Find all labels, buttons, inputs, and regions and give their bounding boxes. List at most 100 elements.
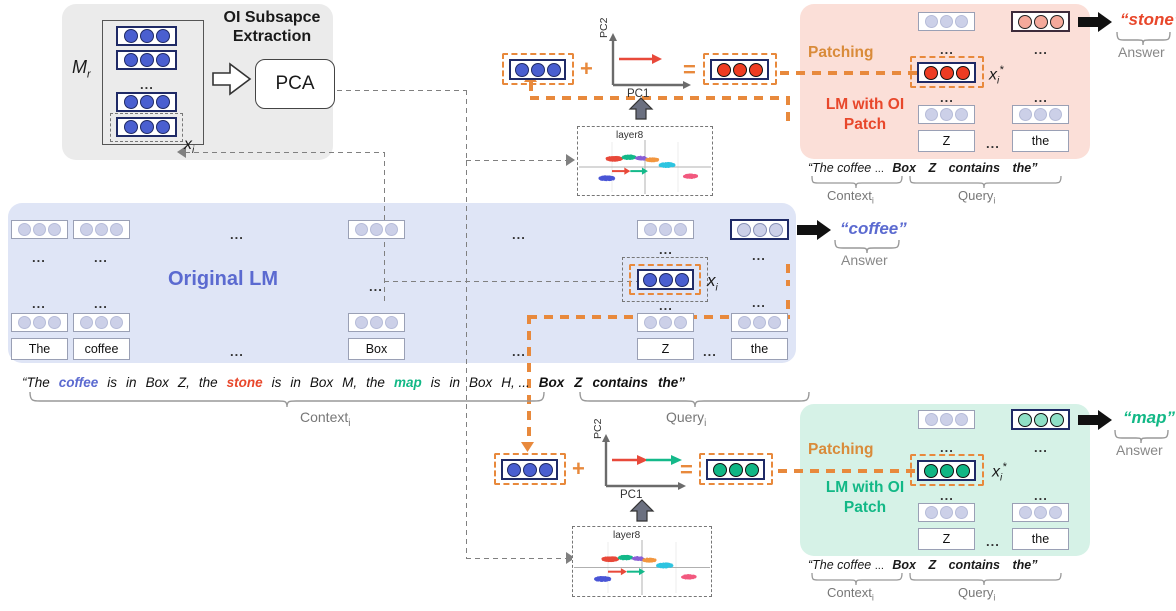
red-xi-label-sup: * bbox=[999, 64, 1004, 76]
top-result-vector-highlight[interactable] bbox=[703, 53, 777, 85]
red-output-vector bbox=[1011, 11, 1070, 32]
vector-dot bbox=[940, 413, 953, 426]
bottom-plus-sign: + bbox=[572, 456, 585, 481]
vector-dot bbox=[139, 53, 154, 67]
lm-token-coffee: coffee bbox=[73, 338, 130, 360]
context-label-sub: i bbox=[348, 417, 351, 429]
sentence-word: coffee bbox=[58, 375, 99, 390]
lm-vector-col3-top bbox=[348, 220, 405, 239]
answer-arrow-blue bbox=[797, 220, 831, 240]
green-token-z: Z bbox=[918, 528, 975, 550]
vector-dot bbox=[644, 223, 657, 236]
green-vector-col1-bottom bbox=[918, 503, 975, 522]
vector-dot bbox=[955, 15, 968, 28]
bottom-result-vector bbox=[706, 459, 765, 480]
answer-stone: “stone” bbox=[1120, 10, 1176, 29]
orange-flow-up-from-xi bbox=[786, 264, 790, 286]
red-lm-label-line1: LM with OI bbox=[825, 96, 905, 113]
vector-dot bbox=[674, 272, 689, 287]
vector-dot bbox=[95, 316, 108, 329]
green-vector-col2-bottom bbox=[1012, 503, 1069, 522]
vector-dot bbox=[139, 29, 154, 43]
green-lm-label: LM with OI Patch bbox=[806, 478, 924, 518]
bottom-source-vector-highlight[interactable] bbox=[494, 453, 566, 485]
vector-dot bbox=[18, 223, 31, 236]
red-context-label-text: Context bbox=[827, 188, 872, 203]
green-token-the: the bbox=[1012, 528, 1069, 550]
connector-to-scatter-bottom bbox=[466, 558, 571, 560]
lm-token-the: The bbox=[11, 338, 68, 360]
red-prompt-line: “The coffee ... Box Z contains the” bbox=[808, 161, 1098, 179]
vector-dot bbox=[1033, 412, 1048, 427]
red-context-brace bbox=[811, 175, 903, 189]
sentence-word: Z bbox=[574, 375, 583, 390]
answer-arrow-red bbox=[1078, 12, 1112, 32]
bottom-result-vector-highlight[interactable] bbox=[699, 453, 773, 485]
lm-vector-col4-bottom bbox=[637, 313, 694, 332]
answer-caption-blue: Answer bbox=[841, 252, 888, 268]
green-prompt-q2: contains bbox=[948, 558, 1001, 572]
green-query-label: Queryi bbox=[958, 585, 995, 603]
red-ellipsis: ... bbox=[1034, 42, 1048, 57]
vector-dot bbox=[642, 272, 657, 287]
top-source-vector bbox=[509, 59, 566, 80]
vector-dot bbox=[139, 120, 154, 134]
context-brace bbox=[29, 391, 545, 408]
vector-dot bbox=[1019, 108, 1032, 121]
green-context-label-text: Context bbox=[827, 585, 872, 600]
vector-dot bbox=[940, 108, 953, 121]
red-ellipsis: ... bbox=[940, 42, 954, 57]
vector-dot bbox=[80, 223, 93, 236]
vector-dot bbox=[674, 316, 687, 329]
answer-caption-red: Answer bbox=[1118, 44, 1165, 60]
connector-pca-vertical bbox=[466, 90, 468, 161]
matrix-row-1 bbox=[116, 26, 177, 46]
vector-dot bbox=[33, 223, 46, 236]
lm-vector-col2-bottom bbox=[73, 313, 130, 332]
bottom-scatter-plot bbox=[574, 540, 710, 595]
vector-dot bbox=[48, 223, 61, 236]
matrix-label-text: M bbox=[72, 57, 87, 77]
query-label-sub: i bbox=[704, 417, 707, 429]
context-label: Contexti bbox=[300, 409, 350, 429]
vector-dot bbox=[736, 222, 751, 237]
lm-xi-label: xi bbox=[707, 271, 718, 293]
red-patch-highlight[interactable] bbox=[910, 56, 984, 88]
red-vector-col2-bottom bbox=[1012, 105, 1069, 124]
sentence-word: Box bbox=[145, 375, 169, 390]
top-scatter-title: layer8 bbox=[616, 130, 644, 141]
red-query-label-text: Query bbox=[958, 188, 994, 203]
lm-vector-col1-top bbox=[11, 220, 68, 239]
vector-dot bbox=[155, 95, 170, 109]
red-context-label-sub: i bbox=[871, 195, 874, 206]
top-scatter-up-arrow bbox=[628, 97, 654, 120]
green-ellipsis: ... bbox=[1034, 440, 1048, 455]
green-query-label-sub: i bbox=[993, 592, 996, 603]
top-source-vector-highlight[interactable] bbox=[502, 53, 574, 85]
sentence-word: is bbox=[107, 375, 118, 390]
matrix-row-xi bbox=[116, 117, 177, 137]
vector-dot bbox=[955, 506, 968, 519]
lm-ellipsis: ... bbox=[94, 296, 108, 311]
red-prompt-q0: Box bbox=[892, 161, 916, 175]
red-token-z: Z bbox=[918, 130, 975, 152]
connector-xi-from-lm bbox=[384, 281, 643, 283]
extraction-title: OI Subsapce Extraction bbox=[212, 8, 332, 46]
extraction-title-line2: Extraction bbox=[232, 28, 312, 45]
vector-dot bbox=[716, 62, 731, 77]
vector-dot bbox=[1019, 506, 1032, 519]
orange-flow-down-from-xi bbox=[786, 300, 790, 318]
matrix-label: Mr bbox=[72, 57, 91, 81]
vector-dot bbox=[33, 316, 46, 329]
sentence-word: H, ... bbox=[501, 375, 530, 390]
orange-flow-up-left bbox=[786, 96, 790, 126]
lm-xi-label-sub: i bbox=[715, 282, 718, 294]
green-patch-highlight[interactable] bbox=[910, 454, 984, 486]
lm-vector-col2-top bbox=[73, 220, 130, 239]
vector-dot bbox=[1017, 412, 1032, 427]
lm-vector-xi bbox=[637, 269, 694, 290]
bottom-scatter-title: layer8 bbox=[613, 530, 641, 541]
red-xi-star-label: xi* bbox=[989, 64, 1004, 87]
lm-xi-orange-highlight[interactable] bbox=[629, 264, 701, 295]
